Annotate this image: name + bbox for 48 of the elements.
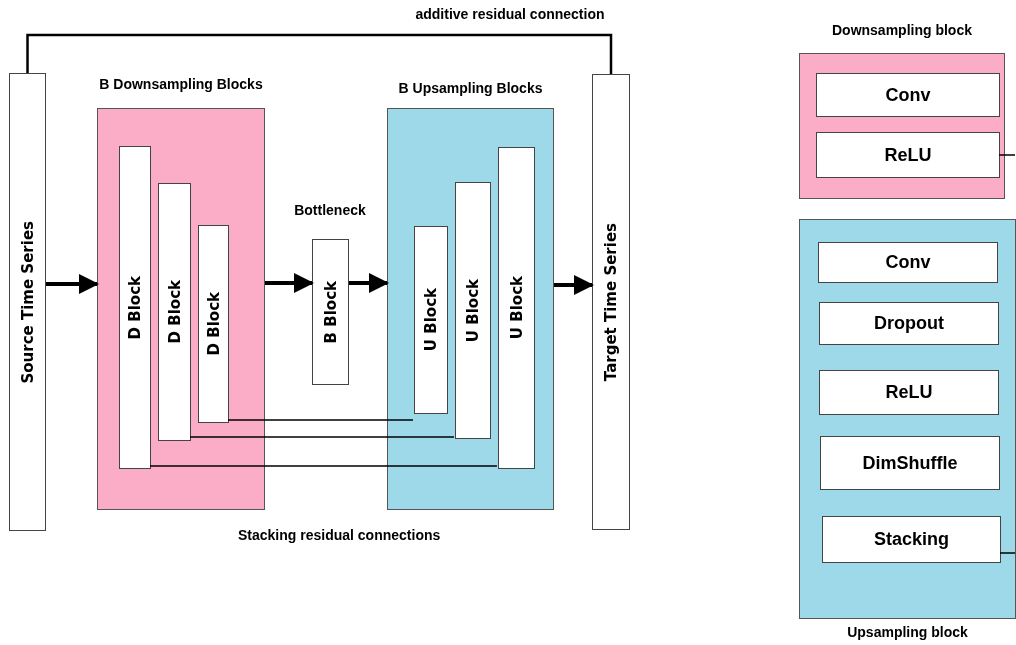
connector-line (998, 154, 1016, 156)
block-box (820, 436, 1000, 490)
block-box (816, 132, 1000, 178)
block-label: DimShuffle (862, 452, 958, 474)
connector-line (149, 465, 498, 467)
arrow (46, 274, 99, 294)
edge-label: additive residual connection (414, 6, 606, 24)
heading: B Upsampling Blocks (397, 80, 544, 98)
block-box (198, 225, 229, 423)
block-label: D Block (126, 275, 144, 340)
series-bar (9, 73, 46, 531)
block-box (816, 73, 1000, 117)
block-box (818, 242, 998, 283)
block-box (819, 302, 999, 345)
arrow (265, 273, 314, 293)
note-text: Stacking residual connections (238, 527, 438, 545)
heading: Upsampling block (846, 624, 969, 642)
block-box (158, 183, 191, 441)
block-label: U Block (422, 288, 440, 352)
connector-line (189, 436, 455, 438)
block-box (498, 147, 535, 469)
block-label: Conv (885, 252, 931, 273)
block-label: Conv (885, 84, 931, 106)
block-box (822, 516, 1001, 563)
heading: B Downsampling Blocks (98, 76, 264, 94)
series-bar (592, 74, 630, 530)
connector-line (26, 33, 613, 74)
block-box (455, 182, 491, 439)
block-label: Dropout (874, 313, 944, 334)
block-label: Stacking (874, 529, 949, 550)
block-label: Source Time Series (18, 220, 37, 384)
block-label: U Block (507, 276, 526, 340)
block-label: D Block (165, 280, 184, 344)
block-label: B Block (321, 280, 340, 344)
heading: Bottleneck (293, 202, 367, 220)
block-label: Target Time Series (602, 222, 620, 382)
block-label: ReLU (885, 382, 933, 403)
block-label: U Block (464, 278, 482, 343)
block-box (119, 146, 151, 469)
block-label: D Block (204, 292, 223, 356)
arrow (554, 275, 594, 295)
arrow (349, 273, 389, 293)
heading: Downsampling block (831, 22, 973, 40)
block-box (819, 370, 999, 415)
block-box (414, 226, 448, 414)
connector-line (227, 419, 414, 421)
connector-line (999, 552, 1016, 554)
block-label: ReLU (884, 144, 932, 166)
